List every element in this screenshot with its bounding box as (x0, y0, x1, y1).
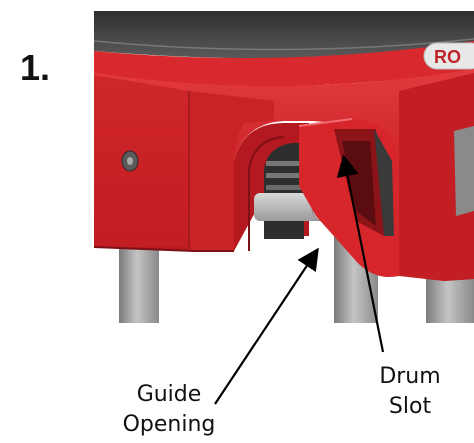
guide-opening-label: Guide Opening (119, 380, 219, 440)
brand-logo-text: RO (434, 47, 461, 67)
brand-logo: RO (423, 42, 474, 70)
guide-opening-label-line1: Guide (136, 382, 202, 407)
top-cap (94, 11, 474, 59)
step-number: 1. (20, 47, 51, 88)
drum-slot-label-line2: Slot (388, 394, 432, 419)
guide-opening-label-line2: Opening (122, 412, 216, 437)
drum-slot-label-line1: Drum (379, 364, 441, 389)
housing-top-band (94, 41, 474, 88)
screw-icon (121, 150, 139, 172)
guide-opening-arrow (214, 247, 319, 405)
drum-slot-label: Drum Slot (370, 362, 450, 422)
drum-slot-arrow (336, 154, 385, 353)
